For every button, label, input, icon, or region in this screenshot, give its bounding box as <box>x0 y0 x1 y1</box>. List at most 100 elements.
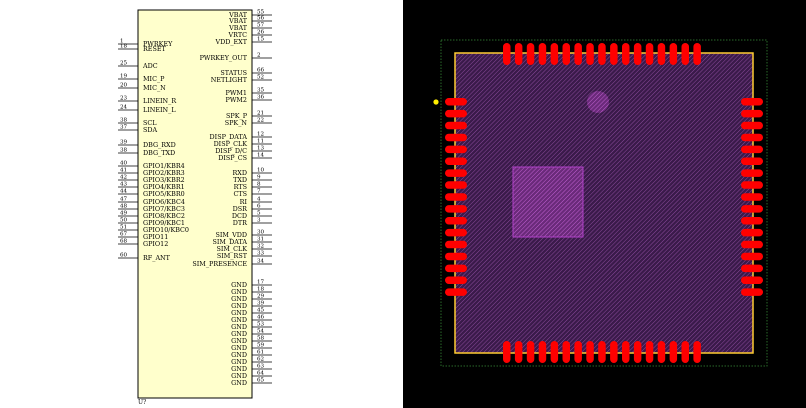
smd-pad[interactable] <box>445 240 467 249</box>
smd-pad[interactable] <box>633 341 642 363</box>
smd-pad[interactable] <box>681 43 690 65</box>
smd-pad[interactable] <box>741 217 763 225</box>
smd-pad[interactable] <box>445 169 467 177</box>
smd-pad[interactable] <box>741 133 763 142</box>
smd-pad[interactable] <box>741 252 763 261</box>
smd-pad[interactable] <box>445 121 467 130</box>
smd-pad[interactable] <box>550 43 559 65</box>
smd-pad[interactable] <box>586 43 594 65</box>
smd-pad[interactable] <box>445 109 467 118</box>
smd-pad[interactable] <box>586 341 594 363</box>
smd-pad[interactable] <box>622 341 630 363</box>
smd-pad[interactable] <box>610 341 618 363</box>
smd-pad[interactable] <box>741 193 763 201</box>
smd-pad[interactable] <box>445 181 467 189</box>
smd-pad[interactable] <box>503 43 511 65</box>
smd-pad[interactable] <box>741 205 763 213</box>
smd-pad[interactable] <box>550 341 559 363</box>
smd-pad[interactable] <box>741 288 763 296</box>
smd-pad[interactable] <box>669 341 678 363</box>
smd-pad[interactable] <box>445 252 467 261</box>
smd-pad[interactable] <box>598 341 606 363</box>
smd-pad[interactable] <box>741 98 763 106</box>
smd-pad[interactable] <box>445 193 467 201</box>
smd-pad[interactable] <box>445 157 467 166</box>
smd-pad[interactable] <box>610 43 618 65</box>
smd-pad[interactable] <box>645 341 654 363</box>
smd-pad[interactable] <box>633 43 642 65</box>
center-thermal-pad[interactable] <box>512 166 584 238</box>
smd-pad[interactable] <box>526 43 535 65</box>
smd-pad[interactable] <box>574 341 582 363</box>
smd-pad[interactable] <box>741 240 763 249</box>
smd-pad[interactable] <box>562 43 571 65</box>
smd-pad[interactable] <box>741 169 763 177</box>
smd-pad[interactable] <box>741 145 763 154</box>
smd-pad[interactable] <box>445 228 467 237</box>
smd-pad[interactable] <box>445 205 467 213</box>
smd-pad[interactable] <box>526 341 535 363</box>
smd-pad[interactable] <box>562 341 571 363</box>
smd-pad[interactable] <box>538 43 547 65</box>
smd-pad[interactable] <box>741 157 763 166</box>
smd-pad[interactable] <box>445 98 467 106</box>
smd-pad[interactable] <box>538 341 547 363</box>
smd-pad[interactable] <box>503 341 511 363</box>
smd-pad[interactable] <box>445 145 467 154</box>
smd-pad[interactable] <box>741 228 763 237</box>
smd-pad[interactable] <box>693 43 701 65</box>
smd-pad[interactable] <box>574 43 582 65</box>
